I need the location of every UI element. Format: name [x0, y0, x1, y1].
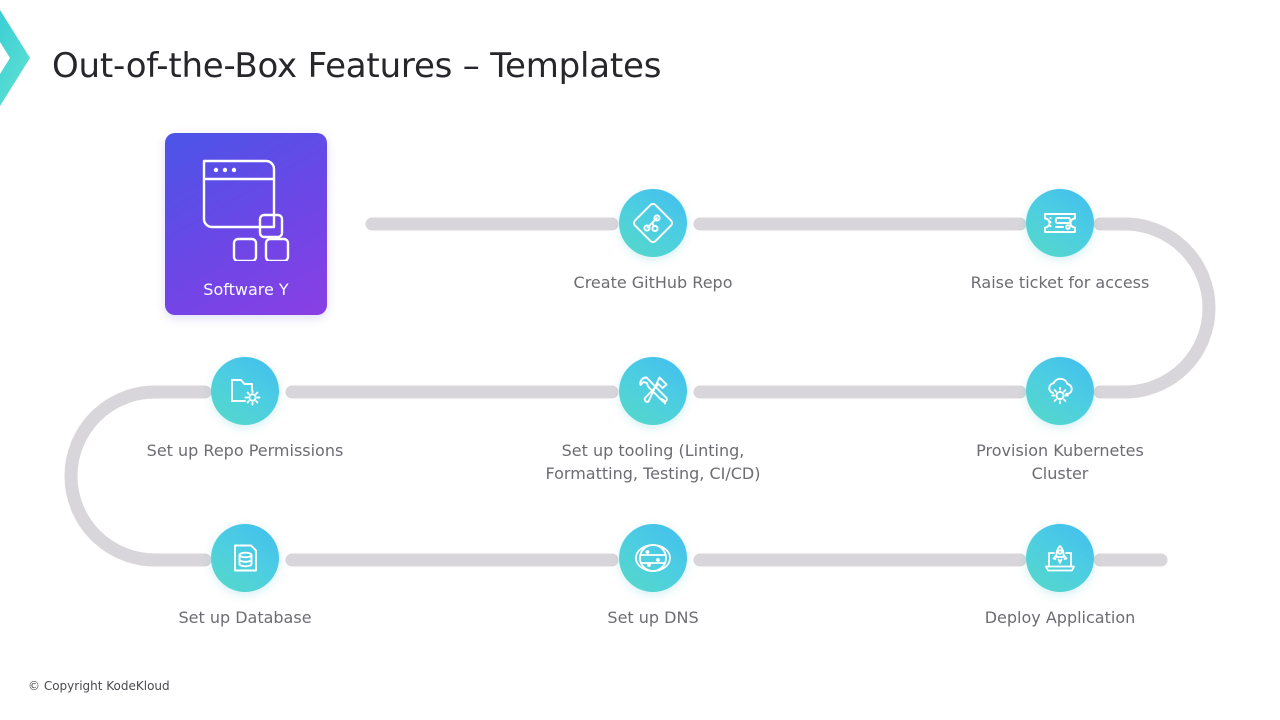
step-label: Create GitHub Repo [573, 273, 733, 292]
step-set-up-repo-permissions[interactable]: Set up Repo Permissions [145, 357, 345, 462]
step-label: Deploy Application [984, 608, 1136, 627]
cloud-gear-icon [1048, 377, 1073, 405]
step-circle [1026, 357, 1094, 425]
folder-gear-icon [231, 379, 261, 406]
step-label: Set up tooling (Linting, Formatting, Tes… [545, 441, 761, 483]
step-raise-ticket-for-access[interactable]: Raise ticket for access [960, 189, 1160, 294]
step-label: Set up Repo Permissions [146, 441, 344, 460]
step-label: Set up DNS [607, 608, 699, 627]
laptop-rocket-icon [1045, 545, 1075, 572]
step-circle [619, 189, 687, 257]
step-provision-kubernetes-cluster[interactable]: Provision Kubernetes Cluster [960, 357, 1160, 485]
step-circle [1026, 524, 1094, 592]
connector-repo-permissions-to-database [64, 385, 212, 567]
step-circle [619, 524, 687, 592]
connector-raise-ticket-to-kubernetes [1093, 217, 1216, 399]
software-card[interactable]: Software Y [165, 133, 327, 315]
page-title: Out-of-the-Box Features – Templates [52, 46, 662, 86]
software-card-label: Software Y [203, 280, 289, 299]
step-set-up-database[interactable]: Set up Database [145, 524, 345, 629]
ticket-icon [1044, 213, 1076, 233]
step-circle [211, 357, 279, 425]
step-label: Raise ticket for access [970, 273, 1150, 292]
copyright-footer: © Copyright KodeKloud [28, 679, 170, 693]
step-set-up-dns[interactable]: Set up DNS [553, 524, 753, 629]
step-deploy-application[interactable]: Deploy Application [960, 524, 1160, 629]
wrench-hammer-icon [639, 376, 668, 405]
step-circle [211, 524, 279, 592]
step-set-up-tooling[interactable]: Set up tooling (Linting, Formatting, Tes… [528, 357, 778, 485]
browser-window-icon [202, 159, 290, 261]
step-create-github-repo[interactable]: Create GitHub Repo [553, 189, 753, 294]
git-branch-icon [633, 203, 673, 243]
step-label: Provision Kubernetes Cluster [976, 441, 1144, 483]
chevron-right-icon [0, 10, 30, 106]
step-label: Set up Database [178, 608, 312, 627]
database-document-icon [234, 544, 257, 572]
step-circle [1026, 189, 1094, 257]
step-circle [619, 357, 687, 425]
globe-network-icon [635, 544, 671, 572]
